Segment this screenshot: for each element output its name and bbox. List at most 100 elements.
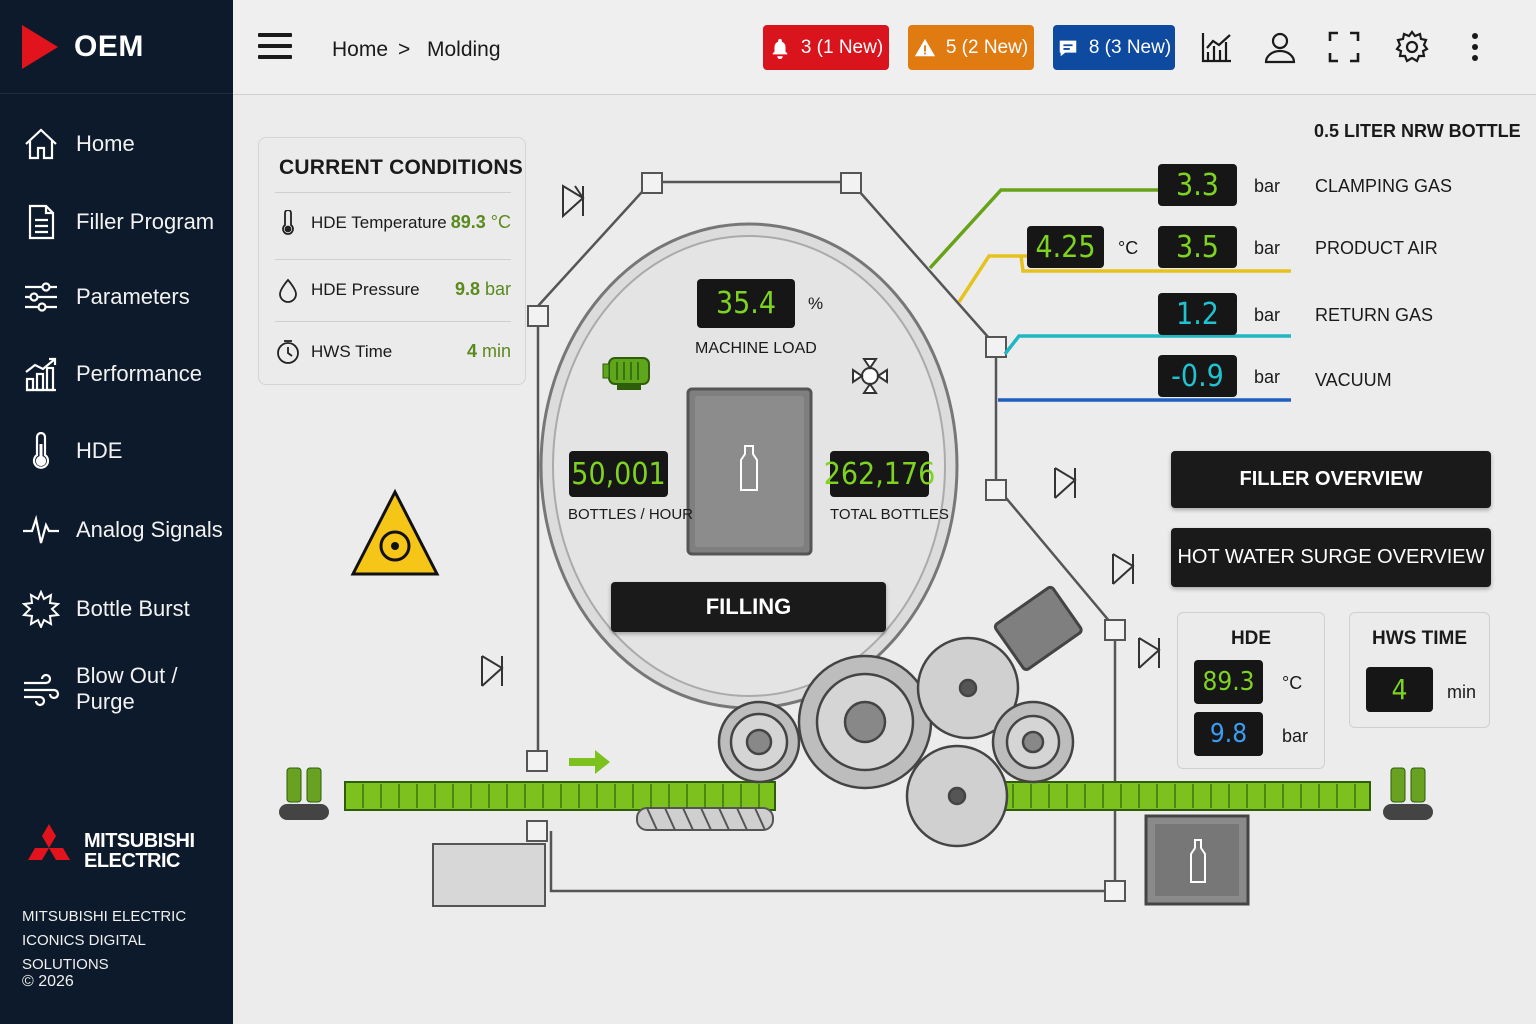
breadcrumb-separator: > — [398, 38, 411, 61]
settings-gear-icon[interactable] — [1395, 30, 1429, 64]
sidebar-item-blow-out-purge[interactable]: Blow Out / Purge — [0, 659, 233, 719]
hde-pressure-value: 9.8 — [1194, 712, 1263, 756]
bottle-icon — [740, 445, 758, 491]
bottles-infeed-icon — [279, 767, 329, 820]
brand-subtitle: MITSUBISHI ELECTRIC ICONICS DIGITAL SOLU… — [22, 905, 233, 977]
copyright: © 2026 — [22, 973, 74, 990]
burst-icon — [22, 590, 60, 628]
product-air-temp-unit: °C — [1118, 238, 1139, 258]
sidebar-item-analog-signals[interactable]: Analog Signals — [0, 500, 233, 560]
machine-load-unit: % — [808, 294, 824, 313]
total-bottles-label: TOTAL BOTTLES — [830, 506, 949, 523]
top-header: Home > Molding 3 (1 New) 5 (2 New) 8 (3 … — [233, 0, 1536, 95]
brand-sub-line1: MITSUBISHI ELECTRIC — [22, 908, 187, 925]
total-bottles-value: 262,176 — [824, 451, 935, 497]
current-conditions-card: CURRENT CONDITIONS HDE Temperature 89.3 … — [258, 137, 526, 385]
sidebar-item-hde[interactable]: HDE — [0, 421, 233, 481]
sidebar-item-label: Performance — [76, 361, 202, 386]
hde-pressure-unit: bar — [1282, 726, 1309, 746]
warnings-count: 5 (2 New) — [945, 36, 1029, 58]
alarms-badge[interactable]: 3 (1 New) — [763, 25, 889, 70]
home-icon — [25, 128, 57, 160]
diamond-logo-icon — [28, 824, 70, 860]
sliders-icon — [25, 282, 57, 312]
mitsubishi-logo: MITSUBISHI ELECTRIC — [20, 822, 195, 880]
logo-text: OEM — [74, 29, 144, 63]
conditions-title: CURRENT CONDITIONS — [279, 156, 523, 179]
rotating-hazard-icon — [350, 488, 440, 576]
thermometer-icon — [282, 209, 294, 235]
sidebar-item-label: Analog Signals — [76, 517, 223, 542]
hws-time-unit: min — [1447, 682, 1477, 702]
sidebar-item-home[interactable]: Home — [0, 114, 233, 174]
sidebar-item-label: HDE — [76, 438, 123, 463]
condition-row-hde-temperature: HDE Temperature 89.3 °C — [275, 192, 511, 252]
condition-row-hws-time: HWS Time 4 min — [275, 321, 511, 381]
chat-icon — [1059, 40, 1077, 56]
warnings-badge[interactable]: 5 (2 New) — [908, 25, 1034, 70]
fullscreen-icon[interactable] — [1327, 30, 1361, 64]
bottles-per-hour-label: BOTTLES / HOUR — [568, 506, 694, 523]
alarms-count: 3 (1 New) — [800, 36, 884, 58]
feed-screw — [636, 807, 774, 831]
condition-value: 9.8 — [454, 279, 480, 299]
pulse-icon — [23, 514, 59, 544]
sidebar-item-performance[interactable]: Performance — [0, 344, 233, 404]
condition-unit: °C — [490, 212, 511, 232]
menu-toggle-button[interactable] — [258, 33, 292, 61]
brand-line1: MITSUBISHI — [84, 830, 195, 852]
condition-label: HWS Time — [311, 341, 393, 361]
brand-line2: ELECTRIC — [84, 850, 180, 872]
vacuum-label: VACUUM — [1315, 370, 1392, 390]
bottles-per-hour-value: 50,001 — [569, 451, 668, 497]
vacuum-value: -0.9 — [1158, 355, 1237, 397]
clock-icon — [277, 339, 299, 364]
breadcrumb-current: Molding — [427, 38, 501, 61]
sidebar-item-filler-program[interactable]: Filler Program — [0, 192, 233, 252]
more-vertical-icon[interactable] — [1458, 30, 1492, 64]
thermometer-icon — [32, 432, 50, 469]
hot-water-surge-overview-button[interactable]: HOT WATER SURGE OVERVIEW — [1171, 528, 1491, 587]
bell-icon — [772, 38, 788, 59]
condition-unit: bar — [484, 279, 511, 299]
trend-chart-icon[interactable] — [1200, 30, 1234, 64]
messages-badge[interactable]: 8 (3 New) — [1053, 25, 1175, 70]
product-name: 0.5 LITER NRW BOTTLE — [1314, 121, 1521, 141]
product-air-temp-value: 4.25 — [1027, 226, 1104, 268]
sidebar-item-label: Home — [76, 131, 135, 156]
filler-overview-button[interactable]: FILLER OVERVIEW — [1171, 451, 1491, 508]
condition-label: HDE Pressure — [311, 279, 420, 299]
hde-temp-unit: °C — [1282, 673, 1303, 693]
filling-status-button[interactable]: FILLING — [611, 582, 886, 632]
warning-icon — [914, 38, 935, 56]
document-icon — [28, 204, 55, 240]
return-gas-unit: bar — [1254, 305, 1281, 325]
messages-count: 8 (3 New) — [1088, 36, 1172, 58]
condition-value: 89.3 — [450, 212, 486, 232]
bar-chart-icon — [25, 357, 57, 392]
return-gas-value: 1.2 — [1158, 293, 1237, 335]
hws-time-value: 4 — [1366, 667, 1433, 712]
hde-panel: HDE 89.3 °C 9.8 bar — [1177, 612, 1325, 769]
clamping-gas-label: CLAMPING GAS — [1315, 176, 1453, 196]
sidebar: OEM Home Filler Program Parameters Perfo… — [0, 0, 233, 1024]
condition-label: HDE Temperature — [311, 212, 447, 232]
sidebar-item-label: Blow Out / Purge — [76, 663, 178, 714]
app-logo[interactable]: OEM — [0, 0, 233, 94]
sidebar-item-label: Bottle Burst — [76, 596, 190, 621]
return-gas-label: RETURN GAS — [1315, 305, 1434, 325]
breadcrumb-home[interactable]: Home — [332, 38, 389, 61]
user-icon[interactable] — [1263, 30, 1297, 64]
machine-load-value: 35.4 — [697, 279, 795, 328]
sidebar-item-bottle-burst[interactable]: Bottle Burst — [0, 579, 233, 639]
brand-sub-line2: ICONICS DIGITAL SOLUTIONS — [22, 932, 146, 973]
sidebar-item-label: Filler Program — [76, 209, 215, 234]
sidebar-item-parameters[interactable]: Parameters — [0, 267, 233, 327]
droplet-icon — [279, 278, 297, 303]
play-logo-icon — [22, 24, 58, 69]
machine-load-label: MACHINE LOAD — [695, 340, 817, 357]
clamping-gas-value: 3.3 — [1158, 164, 1237, 206]
sidebar-item-label: Parameters — [76, 284, 190, 309]
clamping-gas-unit: bar — [1254, 176, 1281, 196]
condition-value: 4 — [466, 341, 477, 361]
